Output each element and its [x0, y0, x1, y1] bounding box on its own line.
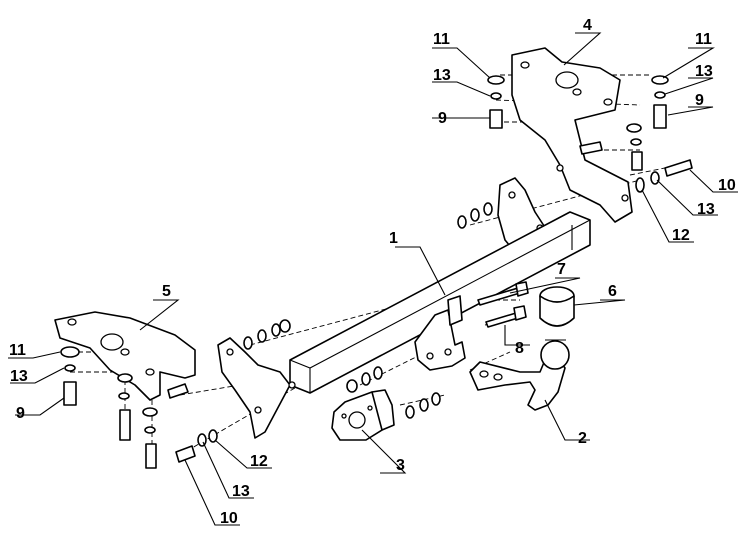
- left-mount-plate: [217, 337, 296, 439]
- callout-11-left: 11: [9, 342, 26, 359]
- callout-10-right: 10: [718, 177, 736, 194]
- callout-10-left: 10: [220, 510, 238, 527]
- callout-11-right: 11: [695, 31, 712, 48]
- hardware-centre: [346, 366, 441, 419]
- callout-9-right: 9: [695, 92, 704, 109]
- callout-6: 6: [608, 283, 617, 300]
- right-side-bracket: [511, 47, 633, 223]
- ball-cover: [539, 286, 575, 327]
- callout-13-left: 13: [10, 368, 28, 385]
- leader-lines: [8, 32, 738, 526]
- callout-9-right-top: 9: [438, 110, 447, 127]
- hardware-left: [60, 319, 291, 469]
- callout-2: 2: [578, 430, 587, 447]
- tow-ball-neck: [469, 339, 570, 411]
- callout-11-right-top: 11: [433, 31, 450, 48]
- callout-13-right: 13: [695, 63, 713, 80]
- callout-7: 7: [557, 261, 566, 278]
- callout-13-right-top: 13: [433, 67, 451, 84]
- callout-12-left: 12: [250, 453, 268, 470]
- hardware-right-top: [487, 75, 669, 171]
- left-side-bracket: [54, 311, 196, 401]
- callout-labels: 1 2 3 4 5 6 7 8 9 9 9 10 10 11 11 11 12 …: [9, 17, 736, 527]
- callout-8: 8: [515, 340, 524, 357]
- callout-13-left-bottom: 13: [232, 483, 250, 500]
- ball-mount-flange: [414, 295, 466, 371]
- callout-9-left: 9: [16, 405, 25, 422]
- socket-plate: [331, 389, 395, 441]
- callout-5: 5: [162, 283, 171, 300]
- callout-3: 3: [396, 457, 405, 474]
- callout-4: 4: [583, 17, 592, 34]
- callout-13-right-side: 13: [697, 201, 715, 218]
- callout-12-right: 12: [672, 227, 690, 244]
- callout-1: 1: [389, 230, 398, 247]
- hardware-right-side: [457, 159, 693, 229]
- bolts-centre: [477, 281, 529, 328]
